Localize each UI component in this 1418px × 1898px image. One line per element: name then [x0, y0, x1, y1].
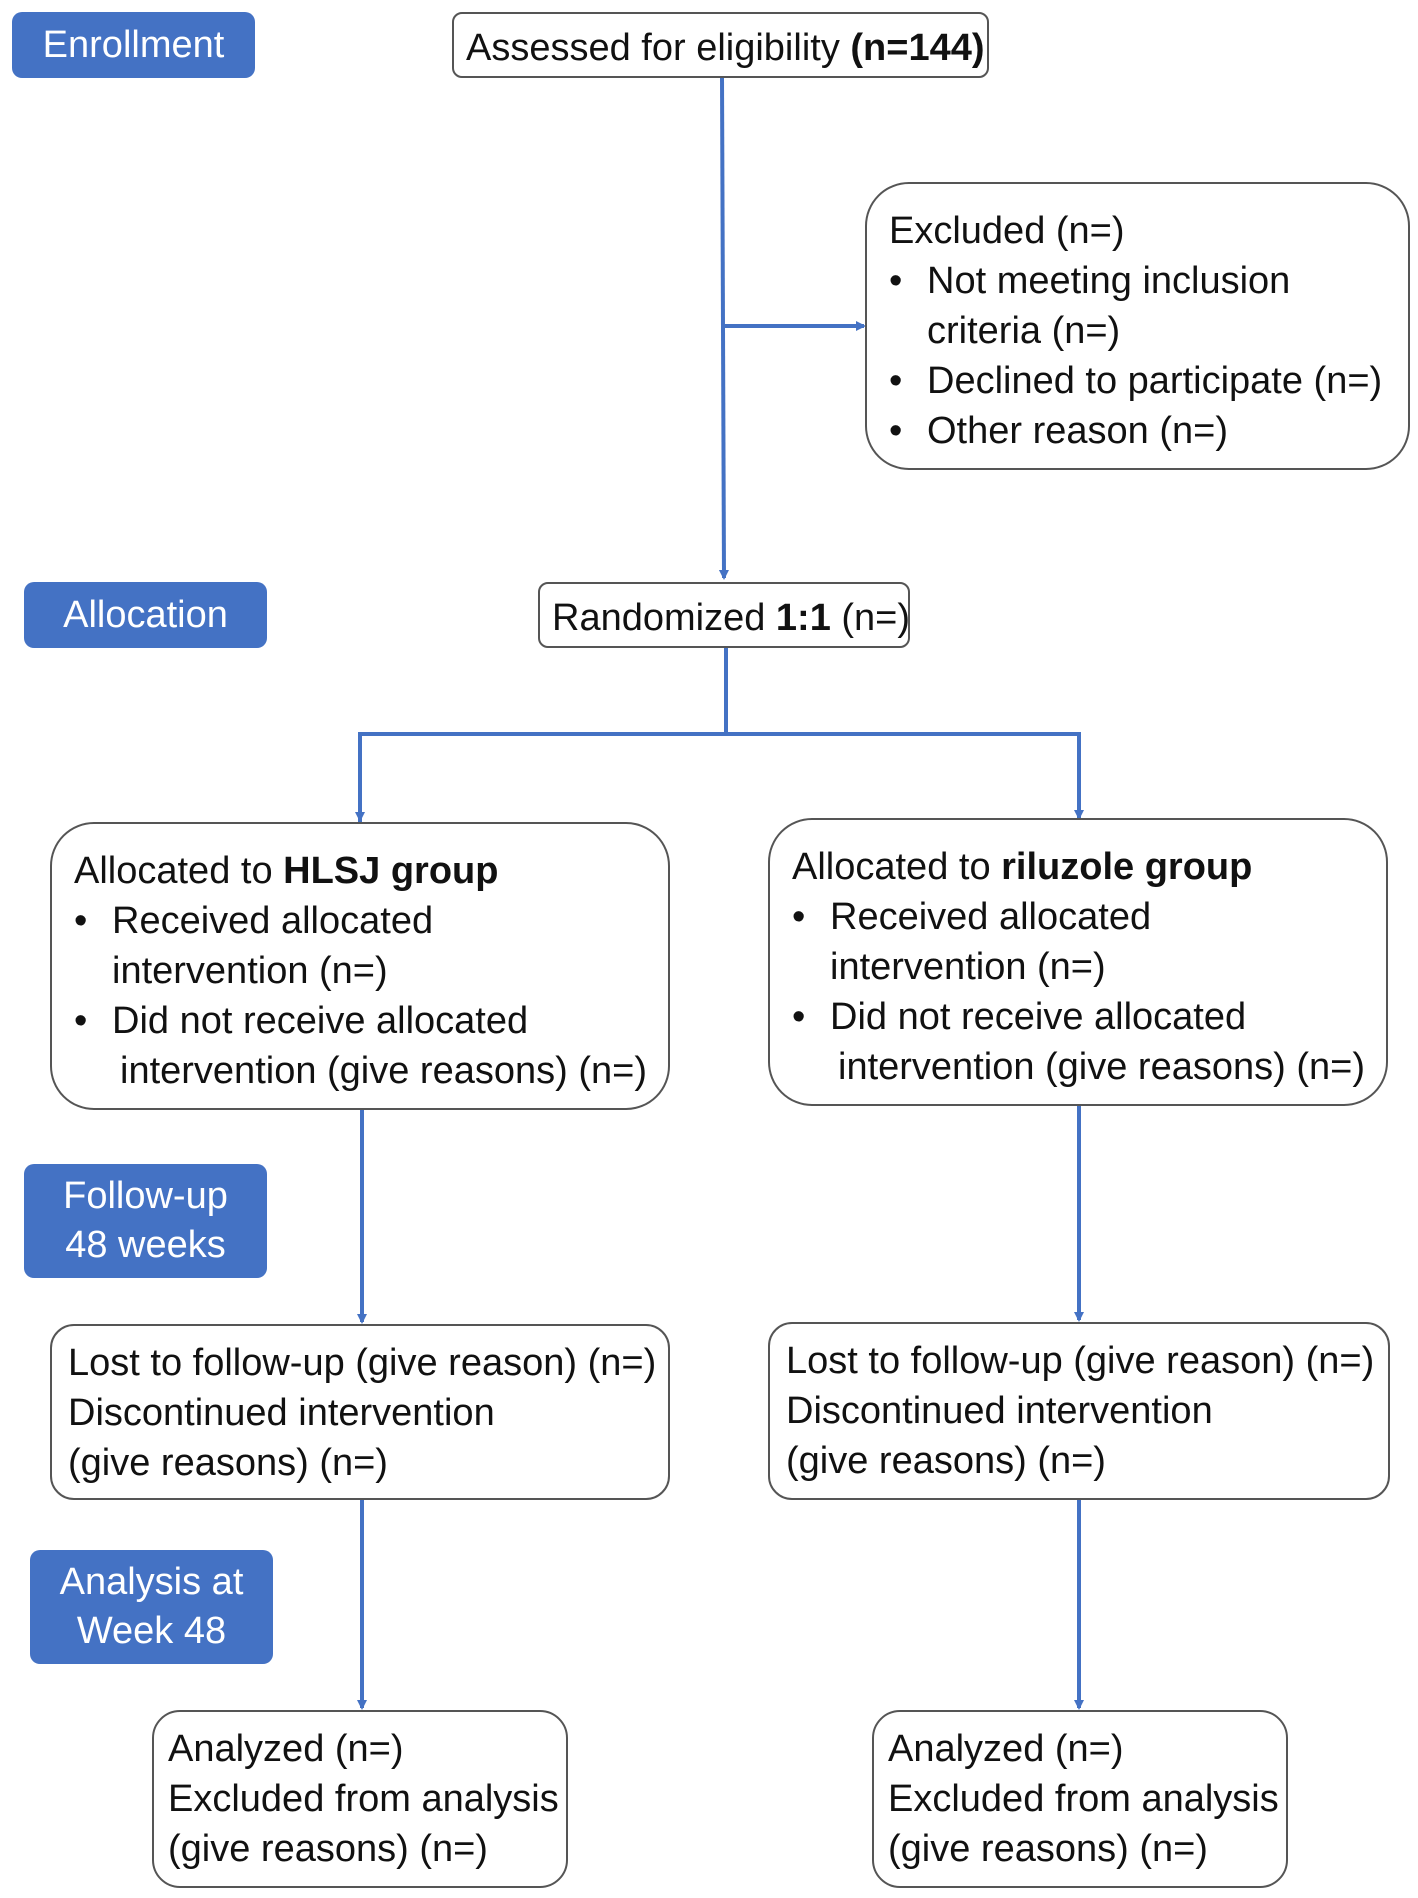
riluzole-received-cont: intervention (n=): [830, 946, 1106, 988]
stage-allocation: Allocation: [24, 582, 267, 648]
stage-analysis-line1: Analysis at: [59, 1561, 244, 1603]
stage-analysis: Analysis at Week 48: [30, 1550, 273, 1664]
hlsj-discontinued-cont: (give reasons) (n=): [68, 1442, 388, 1484]
stage-allocation-label: Allocation: [63, 593, 228, 636]
hlsj-allocation-box: Allocated to HLSJ group Received allocat…: [50, 822, 670, 1110]
excluded-reason-inclusion: Not meeting inclusion: [889, 256, 1408, 306]
excluded-reason-declined: Declined to participate (n=): [889, 356, 1408, 406]
riluzole-allocation-prefix: Allocated to: [792, 846, 1002, 888]
excluded-title: Excluded (n=): [889, 210, 1125, 252]
riluzole-analyzed: Analyzed (n=): [888, 1728, 1124, 1770]
hlsj-excluded-reasons: (give reasons) (n=): [168, 1828, 488, 1870]
stage-enrollment-label: Enrollment: [42, 23, 225, 66]
eligibility-label: Assessed for eligibility: [466, 27, 851, 69]
hlsj-discontinued: Discontinued intervention: [68, 1392, 495, 1434]
riluzole-excluded-reasons: (give reasons) (n=): [888, 1828, 1208, 1870]
stage-followup-line2: 48 weeks: [65, 1224, 226, 1266]
hlsj-lost-to-followup: Lost to follow-up (give reason) (n=): [68, 1342, 657, 1384]
stage-analysis-line2: Week 48: [76, 1610, 227, 1652]
excluded-reason-inclusion-cont: criteria (n=): [927, 310, 1121, 352]
riluzole-analysis-box: Analyzed (n=) Excluded from analysis (gi…: [872, 1710, 1288, 1888]
hlsj-analyzed: Analyzed (n=): [168, 1728, 404, 1770]
eligibility-box: Assessed for eligibility (n=144): [452, 12, 989, 78]
stage-followup: Follow-up 48 weeks: [24, 1164, 267, 1278]
riluzole-discontinued: Discontinued intervention: [786, 1390, 1213, 1432]
riluzole-not-received: Did not receive allocated: [792, 992, 1386, 1042]
riluzole-allocation-box: Allocated to riluzole group Received all…: [768, 818, 1388, 1106]
riluzole-excluded-from-analysis: Excluded from analysis: [888, 1778, 1279, 1820]
hlsj-group-name: HLSJ group: [283, 850, 499, 892]
hlsj-not-received-cont: intervention (give reasons) (n=): [120, 1050, 647, 1092]
riluzole-received: Received allocated: [792, 892, 1386, 942]
hlsj-excluded-from-analysis: Excluded from analysis: [168, 1778, 559, 1820]
connector-split: [358, 732, 1084, 822]
hlsj-analysis-box: Analyzed (n=) Excluded from analysis (gi…: [152, 1710, 568, 1888]
riluzole-followup-box: Lost to follow-up (give reason) (n=) Dis…: [768, 1322, 1390, 1500]
riluzole-group-name: riluzole group: [1001, 846, 1253, 888]
randomized-label: Randomized: [552, 597, 776, 639]
randomized-box: Randomized 1:1 (n=): [538, 582, 910, 648]
excluded-reason-other: Other reason (n=): [889, 406, 1408, 456]
hlsj-allocation-prefix: Allocated to: [74, 850, 284, 892]
hlsj-received-cont: intervention (n=): [112, 950, 388, 992]
riluzole-not-received-cont: intervention (give reasons) (n=): [838, 1046, 1365, 1088]
excluded-box: Excluded (n=) Not meeting inclusion crit…: [865, 182, 1410, 470]
hlsj-not-received: Did not receive allocated: [74, 996, 668, 1046]
eligibility-count: (n=144): [850, 27, 985, 69]
randomized-count: (n=): [830, 597, 911, 639]
riluzole-discontinued-cont: (give reasons) (n=): [786, 1440, 1106, 1482]
randomized-ratio: 1:1: [775, 597, 831, 639]
hlsj-followup-box: Lost to follow-up (give reason) (n=) Dis…: [50, 1324, 670, 1500]
stage-enrollment: Enrollment: [12, 12, 255, 78]
stage-followup-line1: Follow-up: [63, 1175, 228, 1217]
hlsj-received: Received allocated: [74, 896, 668, 946]
riluzole-lost-to-followup: Lost to follow-up (give reason) (n=): [786, 1340, 1375, 1382]
